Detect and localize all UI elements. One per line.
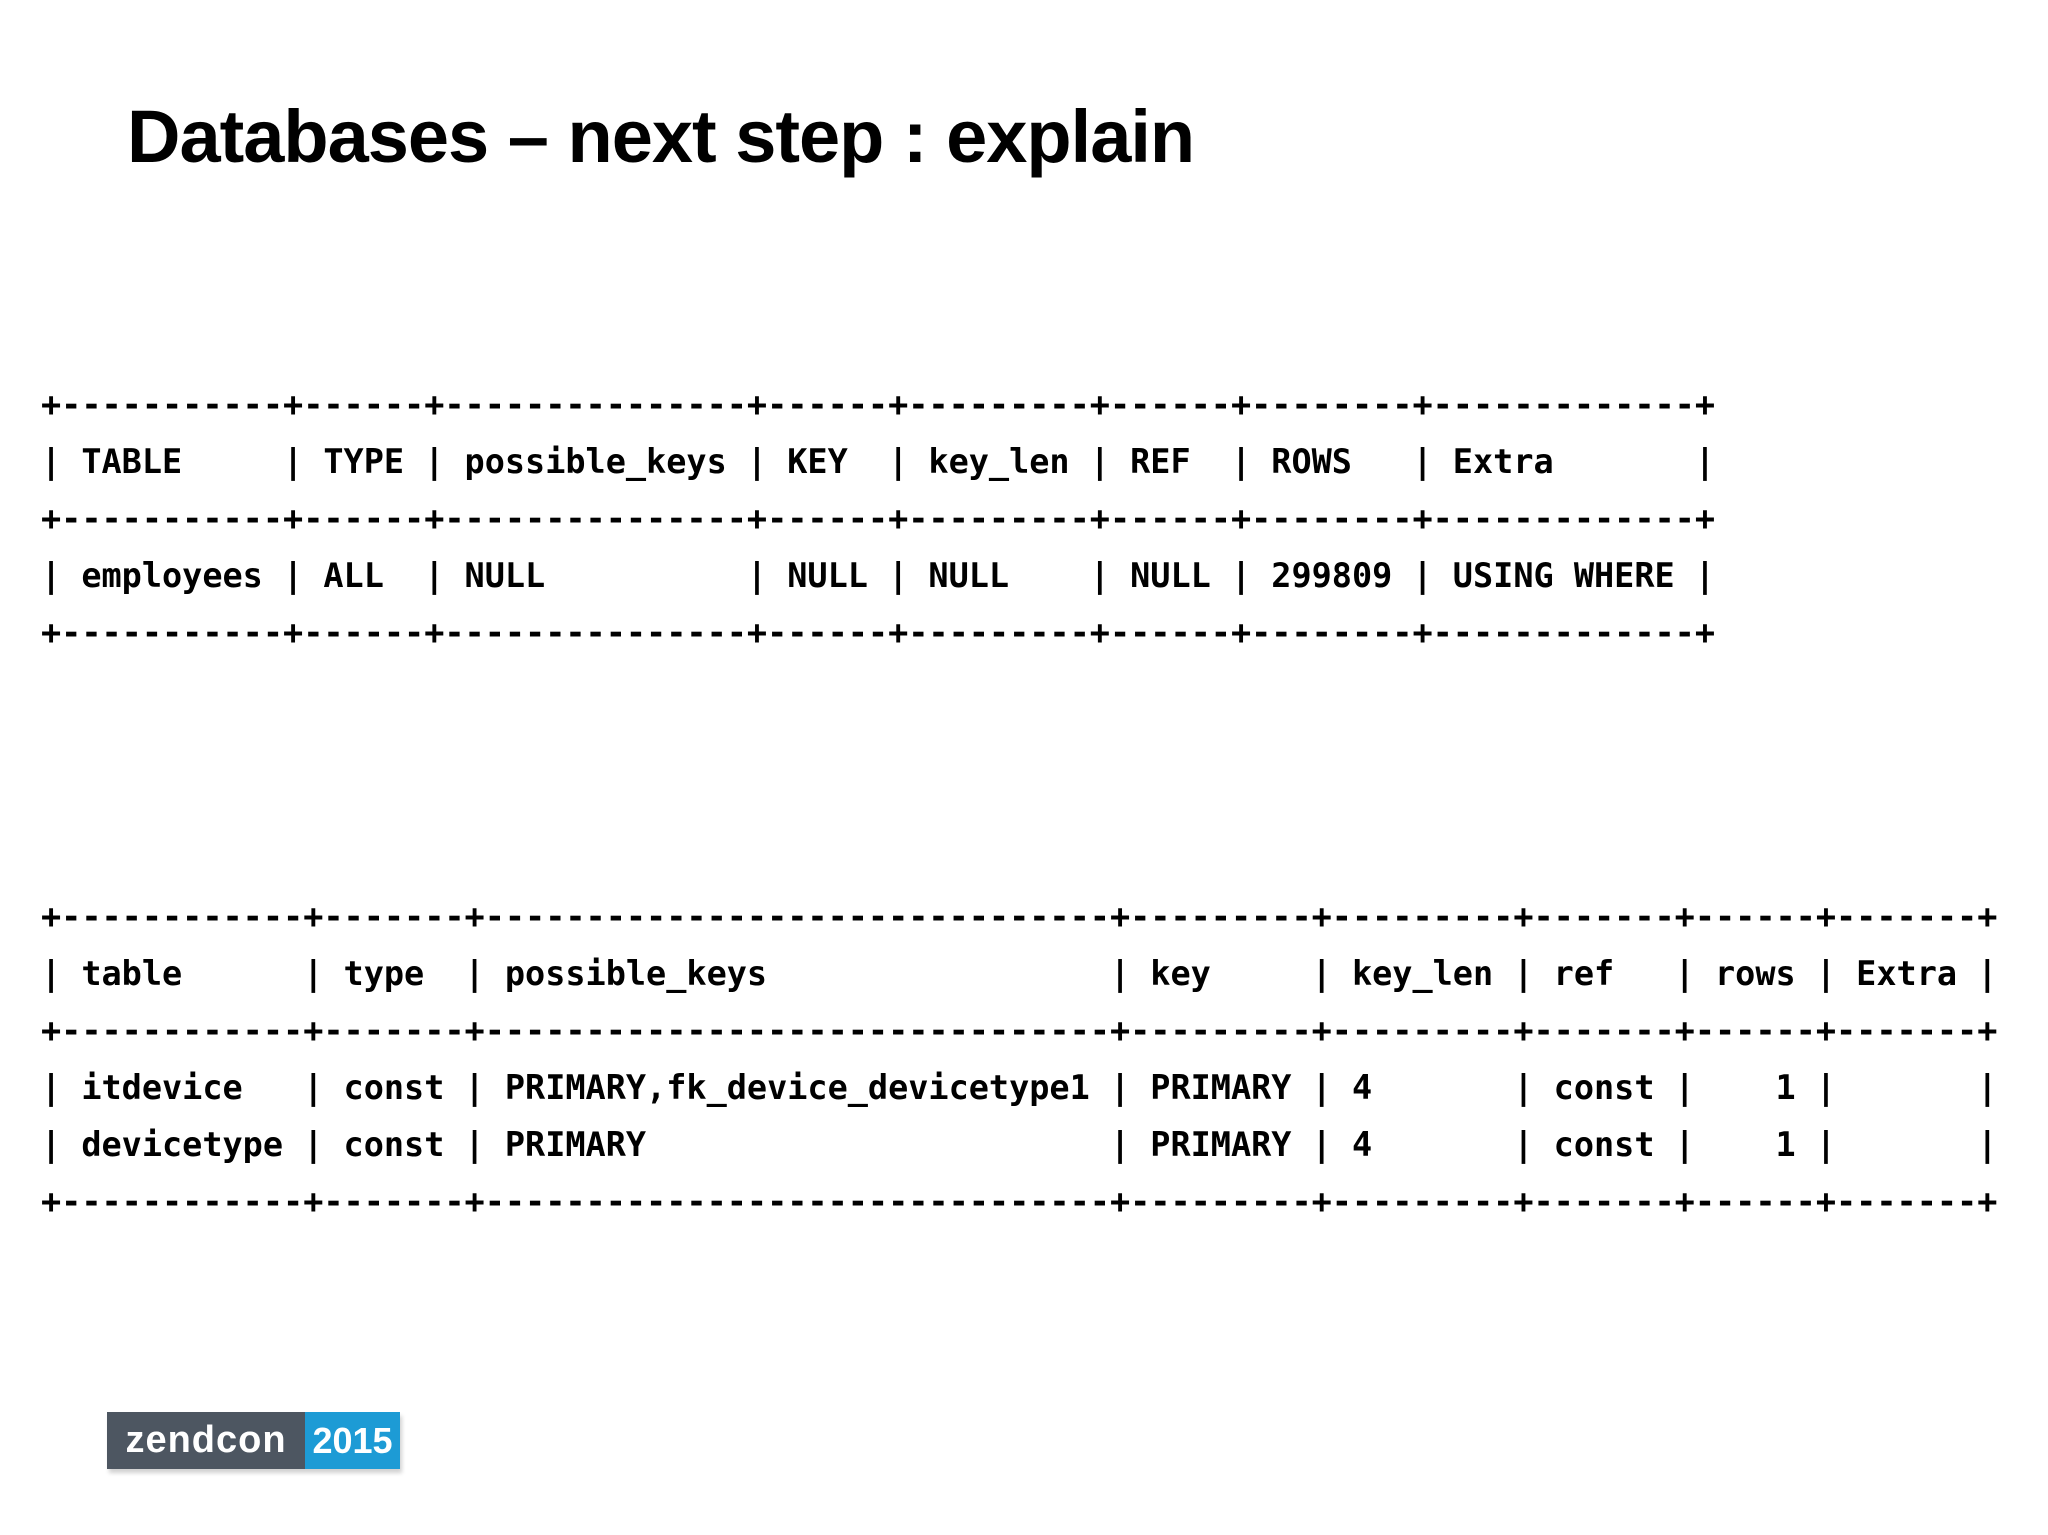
zendcon-logo: zendcon 2015 [107,1412,400,1469]
explain-output-employees-table: +-----------+------+---------------+----… [41,385,1716,652]
zendcon-logo-brand: zendcon [107,1412,305,1469]
explain-output-device-join-table: +------------+-------+------------------… [41,897,1998,1221]
zendcon-logo-year: 2015 [305,1412,400,1469]
slide-title: Databases – next step : explain [127,95,1195,178]
